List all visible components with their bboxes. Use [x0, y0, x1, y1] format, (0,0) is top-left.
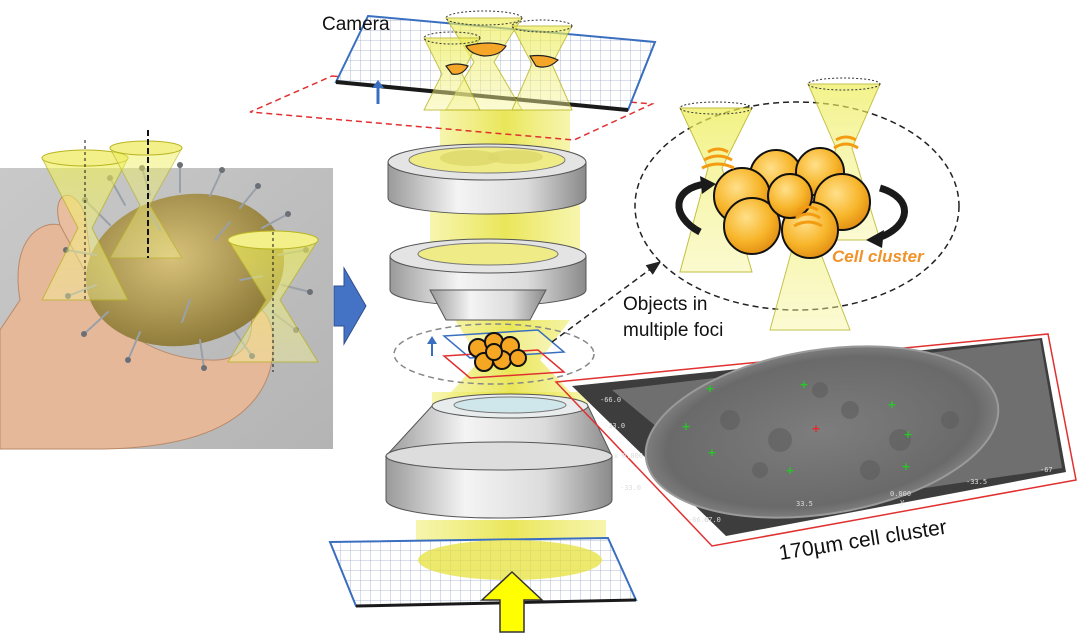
axis-x-label: x	[614, 452, 618, 460]
tick-left-1: -66.0	[600, 396, 621, 404]
tick-bottom-5: -67	[1040, 466, 1053, 474]
svg-text:+: +	[901, 460, 910, 473]
tick-left-4: -33.0	[620, 484, 641, 492]
yellow-up-arrow	[480, 570, 544, 633]
svg-text:+: +	[785, 464, 794, 477]
tick-left-2: -33.0	[604, 422, 625, 430]
objects-label-line2: multiple foci	[623, 320, 723, 341]
camera-label: Camera	[322, 14, 390, 35]
cell-cluster-zoom: Cell cluster	[634, 77, 960, 331]
svg-text:+: +	[707, 446, 716, 459]
tick-bottom-3: 0.000	[890, 490, 911, 498]
tick-bottom-4: -33.5	[966, 478, 987, 486]
objective-lens	[384, 393, 613, 519]
tick-bottom-2: 33.5	[796, 500, 813, 508]
cell-cluster-label: Cell cluster	[832, 247, 925, 266]
objects-label-line1: Objects in	[623, 294, 707, 315]
svg-text:+: +	[705, 382, 714, 395]
svg-text:+: +	[903, 428, 912, 441]
illumination-plane	[328, 536, 638, 608]
axis-y-label: y	[900, 498, 904, 506]
svg-text:+: +	[887, 398, 896, 411]
tick-left-5: -66.0	[688, 516, 709, 524]
tube-lens-lower	[389, 238, 587, 321]
camera-sensor	[249, 10, 657, 141]
tick-bottom-1: 67.0	[704, 516, 721, 524]
size-label: 170µm cell cluster	[777, 516, 948, 565]
svg-text:+: +	[811, 422, 820, 435]
blue-right-arrow	[333, 266, 367, 346]
tube-lens-upper	[387, 143, 587, 215]
sample-plane	[393, 323, 595, 385]
cell-cluster-image-panel: + + + + + + + + + -66.0 -33.0 0.000 -33.0 -66…	[554, 333, 1077, 547]
svg-text:+: +	[799, 378, 808, 391]
potato-with-pins-photo	[0, 130, 333, 450]
svg-text:+: +	[681, 420, 690, 433]
tick-left-3: 0.000	[622, 452, 643, 460]
zoom-pointer	[551, 261, 662, 343]
